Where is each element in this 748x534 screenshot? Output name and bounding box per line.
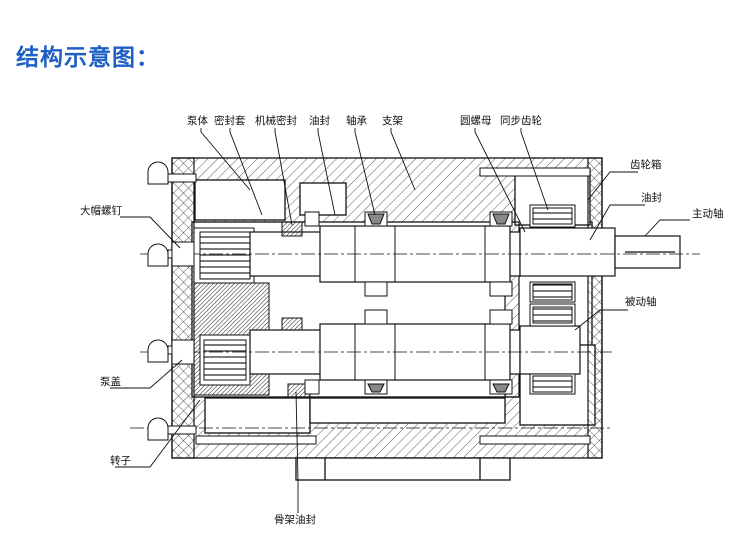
rotor-upper [193, 227, 255, 284]
bolt-shapes [147, 161, 591, 445]
label-drive-shaft: 主动轴 [692, 207, 724, 220]
page-title: 结构示意图： [16, 45, 160, 71]
center-lines [130, 253, 700, 429]
driven-shaft-shape [249, 323, 581, 381]
label-big-cap-screw: 大帽螺钉 [80, 204, 122, 217]
label-gearbox: 齿轮箱 [630, 158, 662, 171]
seal-shapes [281, 211, 320, 399]
label-sync-gear: 同步齿轮 [500, 114, 542, 127]
label-bracket: 支架 [382, 115, 403, 127]
bearing-shapes [364, 211, 513, 395]
label-round-nut: 圆螺母 [460, 115, 492, 127]
leader-lines [110, 128, 690, 513]
label-bearing: 轴承 [346, 114, 367, 127]
label-oil-seal-top: 油封 [309, 114, 330, 127]
label-oil-seal-right: 油封 [641, 191, 662, 204]
label-rotor: 转子 [110, 454, 131, 467]
rotor-lower [193, 282, 270, 396]
sync-gear-shapes [529, 204, 576, 395]
label-pump-body: 泵体 [187, 115, 208, 127]
label-seal-sleeve: 密封套 [214, 114, 246, 127]
label-skeleton-oil-seal: 骨架油封 [274, 513, 316, 526]
label-pump-cover: 泵盖 [100, 375, 121, 388]
labels: 泵体 密封套 机械密封 油封 轴承 支架 圆螺母 同步齿轮 齿轮箱 油封 主动轴… [80, 114, 724, 526]
label-mechanical-seal: 机械密封 [255, 114, 297, 127]
label-driven-shaft: 被动轴 [625, 295, 657, 308]
